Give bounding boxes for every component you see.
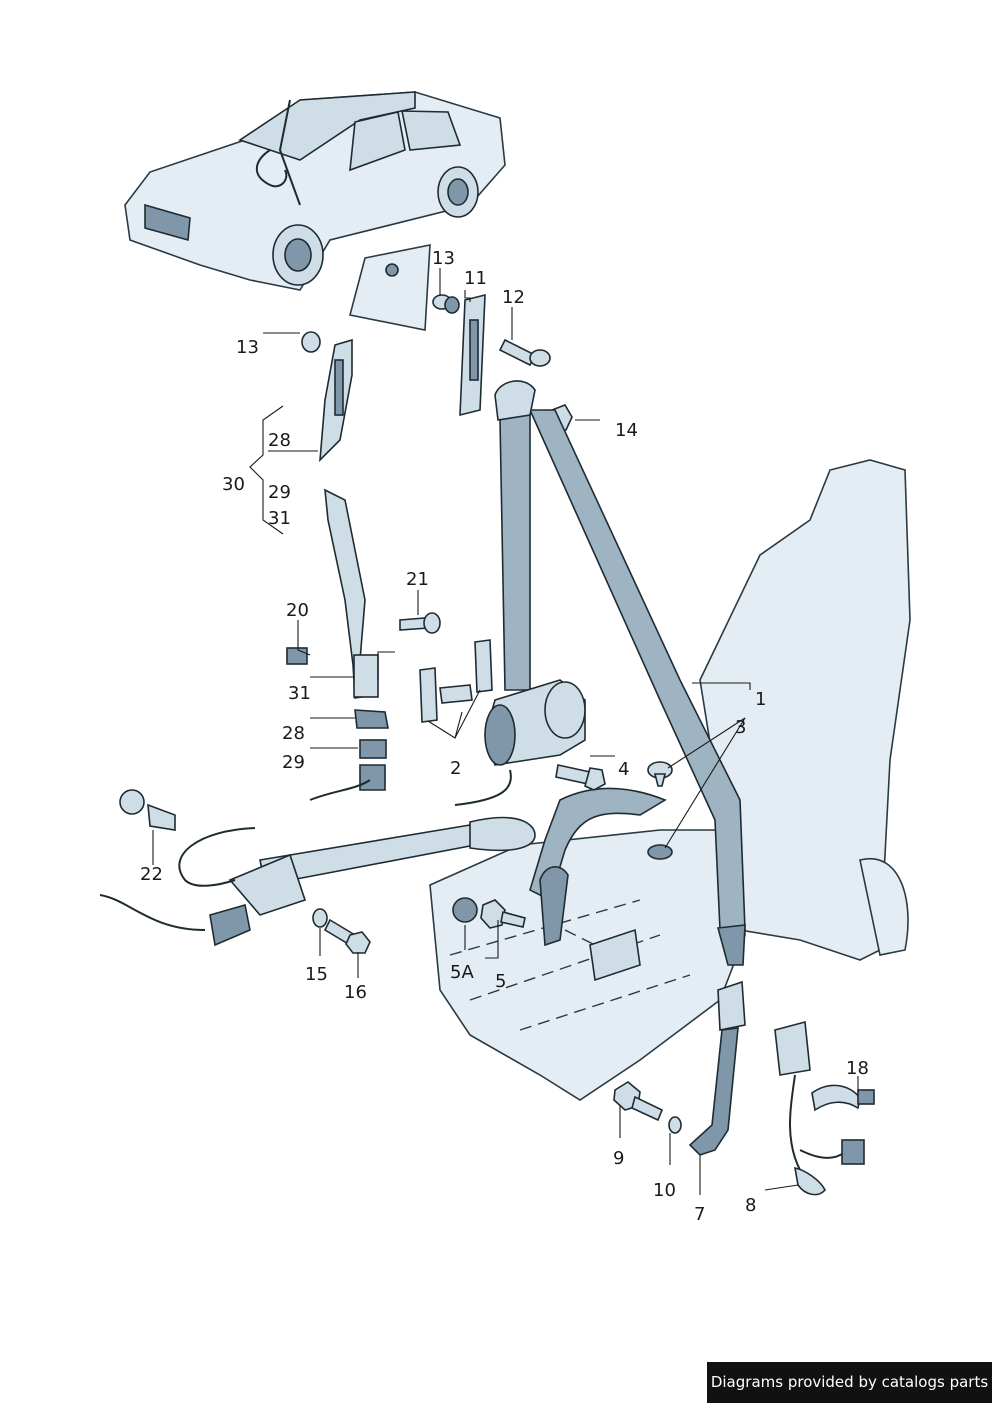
connector-29 bbox=[309, 739, 387, 801]
clip-28 bbox=[354, 709, 389, 729]
retractor-1 bbox=[454, 679, 586, 806]
label-28-bottom: 28 bbox=[282, 723, 305, 744]
label-3: 3 bbox=[735, 717, 746, 738]
strap-18 bbox=[811, 1084, 875, 1112]
bolt-4 bbox=[555, 764, 606, 791]
clip-20 bbox=[286, 647, 308, 665]
label-12: 12 bbox=[502, 287, 525, 308]
label-10: 10 bbox=[653, 1180, 676, 1201]
floor-anchor bbox=[539, 866, 596, 947]
bolt-16 bbox=[323, 918, 371, 954]
buckle-8 bbox=[774, 1020, 865, 1196]
label-18: 18 bbox=[846, 1058, 869, 1079]
belt-tongue bbox=[716, 924, 746, 966]
label-22: 22 bbox=[140, 864, 163, 885]
pillar-panel bbox=[349, 244, 431, 331]
label-7: 7 bbox=[694, 1204, 705, 1225]
label-2: 2 bbox=[450, 758, 461, 779]
label-9: 9 bbox=[613, 1148, 624, 1169]
plugs-3 bbox=[647, 761, 673, 860]
bolt-5 bbox=[480, 899, 526, 929]
height-adjuster-left bbox=[301, 331, 379, 699]
pretensioner-tube bbox=[99, 816, 536, 947]
belt-webbing bbox=[494, 380, 746, 931]
label-15: 15 bbox=[305, 964, 328, 985]
label-11: 11 bbox=[464, 268, 487, 289]
label-31-top: 31 bbox=[268, 508, 291, 529]
bolt-12 bbox=[498, 338, 551, 367]
label-14: 14 bbox=[615, 420, 638, 441]
leader-lines bbox=[152, 268, 859, 1195]
label-29-bottom: 29 bbox=[282, 752, 305, 773]
label-1: 1 bbox=[755, 689, 766, 710]
pads-2 bbox=[419, 639, 493, 723]
clip-22 bbox=[119, 789, 176, 831]
label-5a: 5A bbox=[450, 962, 474, 983]
washer-15 bbox=[312, 908, 328, 928]
washer-10 bbox=[668, 1116, 682, 1134]
attribution-footer: Diagrams provided by catalogs parts bbox=[707, 1362, 992, 1403]
label-31-bottom: 31 bbox=[288, 683, 311, 704]
height-adjuster-right bbox=[459, 293, 486, 417]
label-21: 21 bbox=[406, 569, 429, 590]
sleeve-13-top bbox=[432, 294, 460, 314]
label-29-top: 29 bbox=[268, 482, 291, 503]
label-13-left: 13 bbox=[236, 337, 259, 358]
label-8: 8 bbox=[745, 1195, 756, 1216]
spacer-5a bbox=[452, 897, 478, 923]
car-illustration bbox=[124, 91, 506, 291]
bolt-9 bbox=[613, 1081, 664, 1122]
label-28-top: 28 bbox=[268, 430, 291, 451]
label-5: 5 bbox=[495, 971, 506, 992]
callout-labels: 13 11 12 13 14 28 30 29 31 21 20 31 28 2… bbox=[140, 248, 869, 1225]
label-30: 30 bbox=[222, 474, 245, 495]
seat-illustration bbox=[429, 459, 911, 1101]
label-13-top: 13 bbox=[432, 248, 455, 269]
label-16: 16 bbox=[344, 982, 367, 1003]
buckle-7 bbox=[688, 980, 746, 1156]
screw-21 bbox=[399, 612, 441, 634]
label-4: 4 bbox=[618, 759, 629, 780]
label-20: 20 bbox=[286, 600, 309, 621]
